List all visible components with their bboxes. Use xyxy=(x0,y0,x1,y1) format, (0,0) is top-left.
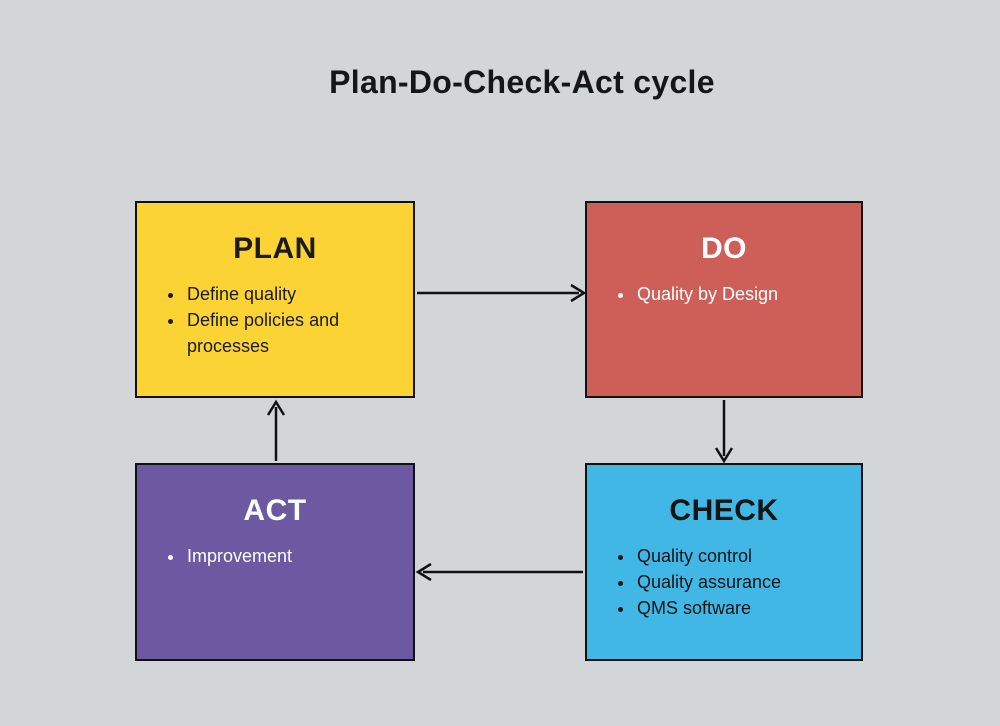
arrow-do-check xyxy=(714,400,734,464)
do-box-title: DO xyxy=(701,232,747,265)
plan-box-title: PLAN xyxy=(233,232,317,265)
list-item: Quality assurance xyxy=(635,569,843,595)
list-item: Quality control xyxy=(635,543,843,569)
act-box-title: ACT xyxy=(243,494,307,527)
act-box: ACT Improvement xyxy=(135,463,415,661)
check-box: CHECK Quality control Quality assurance … xyxy=(585,463,863,661)
list-item: Define policies and processes xyxy=(185,307,395,359)
do-box: DO Quality by Design xyxy=(585,201,863,398)
page-title: Plan-Do-Check-Act cycle xyxy=(329,64,715,100)
do-box-list: Quality by Design xyxy=(587,281,861,307)
plan-box: PLAN Define quality Define policies and … xyxy=(135,201,415,398)
list-item: QMS software xyxy=(635,595,843,621)
act-box-list: Improvement xyxy=(137,543,413,569)
list-item: Quality by Design xyxy=(635,281,843,307)
check-box-list: Quality control Quality assurance QMS so… xyxy=(587,543,861,621)
arrow-check-act xyxy=(415,562,583,582)
arrow-act-plan xyxy=(266,399,286,461)
plan-box-list: Define quality Define policies and proce… xyxy=(137,281,413,359)
list-item: Improvement xyxy=(185,543,395,569)
check-box-title: CHECK xyxy=(669,494,779,527)
arrow-plan-do xyxy=(417,283,587,303)
list-item: Define quality xyxy=(185,281,395,307)
